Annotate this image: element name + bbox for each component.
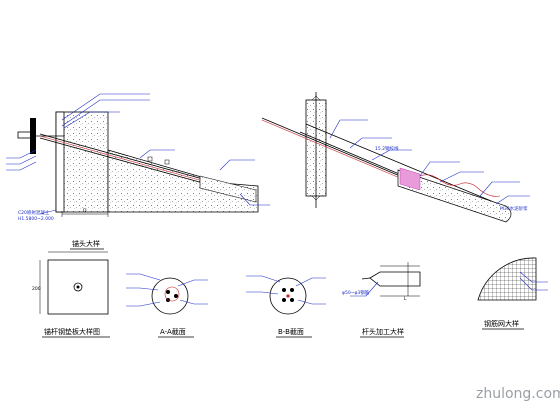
- plate-outline: [47, 259, 109, 315]
- elev-label: H1.5800~2.000: [18, 216, 54, 222]
- caption-mesh: 钢筋网大样: [484, 319, 519, 328]
- plate-dim: 200: [32, 286, 41, 292]
- borehole-b: [269, 277, 307, 315]
- steel-mesh: [477, 257, 537, 301]
- bar-tip: [369, 271, 421, 287]
- grout-end-label: M30水泥砂浆: [500, 205, 528, 212]
- caption-bar-tip: 杆头加工大样: [362, 327, 404, 336]
- grade-label: C20喷射混凝土: [18, 209, 50, 216]
- anchor-plate-detail: 200 锚杆钢垫板大样图: [32, 251, 110, 338]
- borehole-a: [151, 277, 189, 315]
- caption-section-b: B-B截面: [278, 327, 304, 336]
- bar-tip-detail: L φ50~φ3钢筋 杆头加工大样: [342, 262, 421, 338]
- concrete-wall: [55, 111, 109, 213]
- packer: [399, 167, 421, 191]
- tip-dim: L: [404, 296, 407, 302]
- tendon-label: 15.2钢绞线: [375, 145, 399, 152]
- mesh-detail: 钢筋网大样: [477, 257, 548, 330]
- section-b-b: B-B截面: [246, 275, 326, 338]
- inclined-anchor-detail: 15.2钢绞线 M30水泥砂浆: [261, 92, 530, 223]
- caption-section-a: A-A截面: [160, 327, 186, 336]
- dim-d: D: [83, 208, 87, 214]
- section-a-a: A-A截面: [126, 273, 208, 338]
- grout-bulb: [397, 169, 512, 223]
- watermark: zhulong.com: [476, 386, 560, 402]
- bearing-plate: [30, 118, 36, 154]
- tip-label: φ50~φ3钢筋: [342, 289, 370, 296]
- anchor-head-elevation: C20喷射混凝土 H1.5800~2.000 D 锚头大样: [6, 93, 270, 250]
- caption-plate: 锚杆钢垫板大样图: [44, 327, 100, 336]
- caption-anchor-head: 锚头大样: [72, 239, 100, 248]
